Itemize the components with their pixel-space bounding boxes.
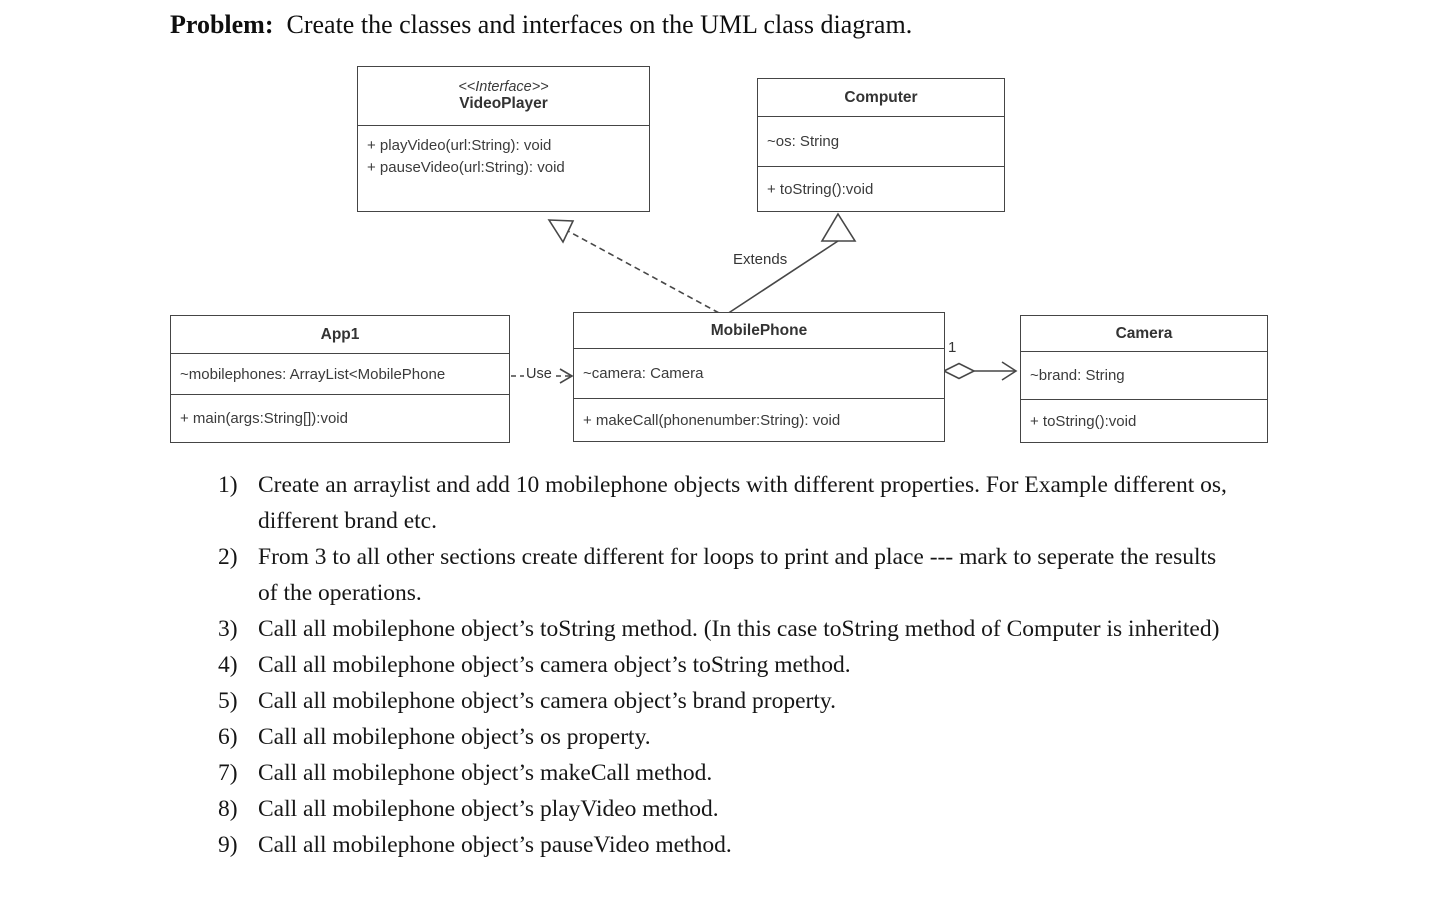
task-item: 3) Call all mobilephone object’s toStrin… <box>218 611 1228 647</box>
app1-name-compartment: App1 <box>171 316 509 353</box>
task-item: 8) Call all mobilephone object’s playVid… <box>218 791 1228 827</box>
task-number: 3) <box>218 616 238 642</box>
task-item: 7) Call all mobilephone object’s makeCal… <box>218 755 1228 791</box>
computer-attributes-compartment: ~os: String <box>758 116 1004 166</box>
task-text: Call all mobilephone object’s pauseVideo… <box>258 832 732 858</box>
realization-line <box>567 230 720 314</box>
app1-attributes-compartment: ~mobilephones: ArrayList<MobilePhone <box>171 353 509 394</box>
task-item: 5) Call all mobilephone object’s camera … <box>218 683 1228 719</box>
uml-class-camera: Camera ~brand: String + toString():void <box>1020 315 1268 443</box>
task-item: 2) From 3 to all other sections create d… <box>218 539 1228 611</box>
task-list: 1) Create an arraylist and add 10 mobile… <box>218 467 1228 863</box>
videoplayer-stereotype: <<Interface>> <box>458 79 549 95</box>
dependency-arrowhead-icon <box>559 368 574 384</box>
problem-statement: Create the classes and interfaces on the… <box>286 10 913 39</box>
videoplayer-name-compartment: <<Interface>> VideoPlayer <box>358 67 649 125</box>
videoplayer-methods-compartment: + playVideo(url:String): void + pauseVid… <box>358 125 649 211</box>
task-item: 1) Create an arraylist and add 10 mobile… <box>218 467 1228 539</box>
task-number: 6) <box>218 724 238 750</box>
videoplayer-method-pausevideo: + pauseVideo(url:String): void <box>367 159 565 176</box>
aggregation-diamond-icon <box>942 362 976 380</box>
extends-label: Extends <box>731 251 790 269</box>
task-text: Call all mobilephone object’s makeCall m… <box>258 760 713 786</box>
use-label: Use <box>524 366 554 383</box>
task-text: Call all mobilephone object’s camera obj… <box>258 652 851 678</box>
task-number: 7) <box>218 760 238 786</box>
uml-class-app1: App1 ~mobilephones: ArrayList<MobilePhon… <box>170 315 510 443</box>
task-number: 8) <box>218 796 238 822</box>
task-number: 5) <box>218 688 238 714</box>
camera-name-compartment: Camera <box>1021 316 1267 351</box>
computer-method-tostring: + toString():void <box>767 180 874 198</box>
problem-title: Problem: Create the classes and interface… <box>170 10 912 40</box>
task-number: 1) <box>218 472 238 498</box>
task-number: 2) <box>218 544 238 570</box>
camera-attribute-brand: ~brand: String <box>1030 367 1125 384</box>
generalization-triangle-icon <box>820 212 857 242</box>
aggregation-arrowhead-icon <box>1001 361 1018 381</box>
task-text: Call all mobilephone object’s camera obj… <box>258 688 836 714</box>
app1-class-name: App1 <box>320 325 360 343</box>
uml-class-videoplayer: <<Interface>> VideoPlayer + playVideo(ur… <box>357 66 650 212</box>
camera-class-name: Camera <box>1115 324 1173 342</box>
task-text: Create an arraylist and add 10 mobilepho… <box>258 472 1227 534</box>
mobilephone-class-name: MobilePhone <box>710 321 808 339</box>
realization-triangle-icon <box>547 219 575 244</box>
task-item: 9) Call all mobilephone object’s pauseVi… <box>218 827 1228 863</box>
mobilephone-attribute-camera: ~camera: Camera <box>583 365 704 382</box>
mobilephone-methods-compartment: + makeCall(phonenumber:String): void <box>574 398 944 441</box>
task-text: Call all mobilephone object’s playVideo … <box>258 796 719 822</box>
app1-method-main: + main(args:String[]):void <box>180 410 348 427</box>
task-number: 4) <box>218 652 238 678</box>
mobilephone-method-makecall: + makeCall(phonenumber:String): void <box>583 411 841 429</box>
uml-class-computer: Computer ~os: String + toString():void <box>757 78 1005 212</box>
computer-name-compartment: Computer <box>758 79 1004 116</box>
camera-attributes-compartment: ~brand: String <box>1021 351 1267 399</box>
task-item: 6) Call all mobilephone object’s os prop… <box>218 719 1228 755</box>
computer-class-name: Computer <box>844 88 918 106</box>
camera-methods-compartment: + toString():void <box>1021 399 1267 442</box>
videoplayer-method-playvideo: + playVideo(url:String): void <box>367 137 552 154</box>
app1-methods-compartment: + main(args:String[]):void <box>171 394 509 442</box>
generalization-line <box>726 240 839 315</box>
computer-methods-compartment: + toString():void <box>758 166 1004 211</box>
uml-class-mobilephone: MobilePhone ~camera: Camera + makeCall(p… <box>573 312 945 442</box>
multiplicity-label: 1 <box>946 339 959 357</box>
task-item: 4) Call all mobilephone object’s camera … <box>218 647 1228 683</box>
camera-method-tostring: + toString():void <box>1030 412 1137 430</box>
mobilephone-attributes-compartment: ~camera: Camera <box>574 348 944 398</box>
task-number: 9) <box>218 832 238 858</box>
task-text: Call all mobilephone object’s os propert… <box>258 724 651 750</box>
app1-attribute-mobilephones: ~mobilephones: ArrayList<MobilePhone <box>180 365 446 383</box>
videoplayer-class-name: VideoPlayer <box>459 95 548 112</box>
computer-attribute-os: ~os: String <box>767 133 840 150</box>
task-text: Call all mobilephone object’s toString m… <box>258 616 1220 642</box>
problem-label: Problem: <box>170 10 274 39</box>
mobilephone-name-compartment: MobilePhone <box>574 313 944 348</box>
task-text: From 3 to all other sections create diff… <box>258 544 1217 606</box>
